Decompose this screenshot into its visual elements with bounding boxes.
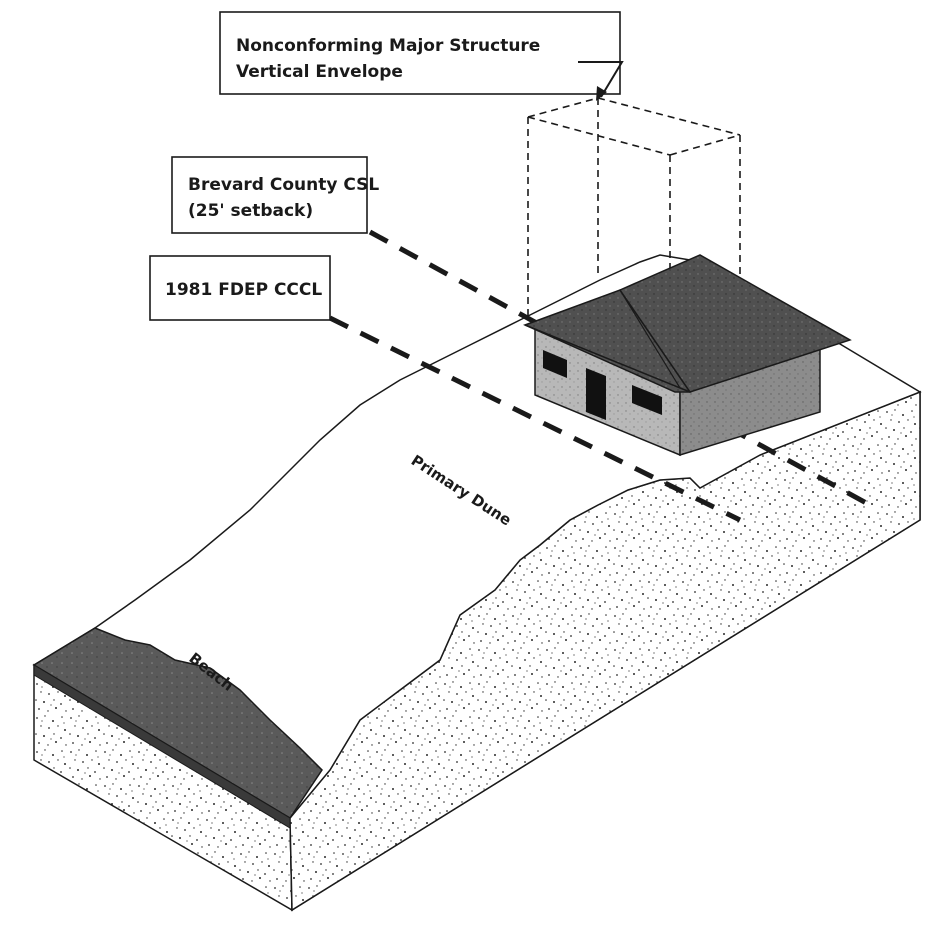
envelope-label-line2: Vertical Envelope xyxy=(236,62,403,82)
envelope-arrow xyxy=(578,61,624,98)
beach-strip xyxy=(32,627,323,820)
csl-label-line2: (25' setback) xyxy=(188,201,313,221)
house-door xyxy=(586,368,606,420)
vertical-envelope xyxy=(527,97,741,350)
envelope-label-line1: Nonconforming Major Structure xyxy=(236,36,540,56)
beach-front-edge xyxy=(33,664,291,829)
envelope-arrowhead xyxy=(596,86,607,101)
envelope-callout: Nonconforming Major Structure Vertical E… xyxy=(219,11,621,95)
house-roof-side xyxy=(618,254,852,393)
cccl-callout: 1981 FDEP CCCL xyxy=(149,255,331,321)
house-left-window xyxy=(543,350,567,378)
house xyxy=(523,254,852,457)
cccl-line xyxy=(328,315,742,523)
csl-label-line1: Brevard County CSL xyxy=(188,175,379,195)
house-right-window xyxy=(632,385,662,415)
csl-callout: Brevard County CSL (25' setback) xyxy=(171,156,379,234)
cccl-label: 1981 FDEP CCCL xyxy=(165,280,322,300)
